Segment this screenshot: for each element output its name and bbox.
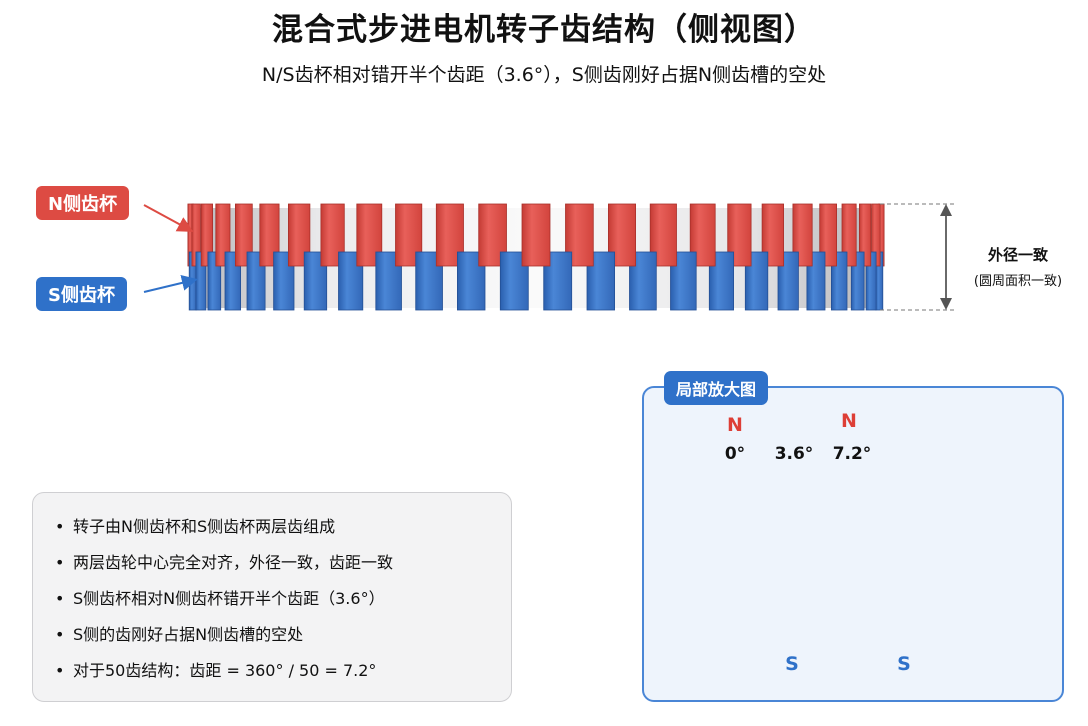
n-tooth (200, 203, 213, 267)
s-cup-label: S侧齿杯 (36, 277, 127, 311)
s-tooth (777, 251, 799, 311)
s-cup-arrow (143, 275, 198, 293)
zoom-s-label: S (897, 653, 911, 675)
s-tooth (246, 251, 266, 311)
n-cup-arrow (143, 204, 194, 232)
s-tooth (806, 251, 826, 311)
n-tooth (259, 203, 280, 267)
zoom-panel-tag: 局部放大图 (664, 371, 769, 405)
notes-panel: 转子由N侧齿杯和S侧齿杯两层齿组成 两层齿轮中心完全对齐，外径一致，齿距一致 S… (32, 492, 512, 702)
zoom-s-label: S (785, 653, 799, 675)
note-item: 对于50齿结构：齿距 = 360° / 50 = 7.2° (53, 653, 491, 689)
page-title: 混合式步进电机转子齿结构（侧视图） (272, 12, 816, 48)
note-item: 两层齿轮中心完全对齐，外径一致，齿距一致 (53, 545, 491, 581)
diameter-sublabel: (圆周面积一致) (973, 274, 1063, 289)
zoom-panel (642, 386, 1064, 702)
s-tooth (303, 251, 328, 311)
s-tooth (207, 251, 222, 311)
n-tooth (287, 203, 311, 267)
s-tooth (224, 251, 242, 311)
note-item: S侧齿杯相对N侧齿杯错开半个齿距（3.6°） (53, 581, 491, 617)
n-tooth (819, 203, 838, 267)
n-tooth (521, 203, 551, 267)
n-tooth (859, 203, 872, 267)
n-tooth (727, 203, 752, 267)
zoom-degree-label: 0° (724, 444, 746, 464)
zoom-n-label: N (727, 414, 743, 436)
zoom-n-label: N (841, 410, 857, 432)
n-tooth (234, 203, 253, 267)
n-tooth (320, 203, 345, 267)
n-cup-label: N侧齿杯 (36, 186, 130, 220)
n-tooth (841, 203, 857, 267)
page-subtitle: N/S齿杯相对错开半个齿距（3.6°），S侧齿刚好占据N侧齿槽的空处 (261, 64, 827, 86)
zoom-degree-label: 3.6° (774, 444, 814, 464)
notes-list: 转子由N侧齿杯和S侧齿杯两层齿组成 两层齿轮中心完全对齐，外径一致，齿距一致 S… (53, 509, 491, 689)
note-item: S侧的齿刚好占据N侧齿槽的空处 (53, 617, 491, 653)
s-tooth (456, 251, 486, 311)
s-tooth (850, 251, 865, 311)
note-item: 转子由N侧齿杯和S侧齿杯两层齿组成 (53, 509, 491, 545)
n-tooth (761, 203, 784, 267)
n-tooth (215, 203, 231, 267)
s-tooth (273, 251, 295, 311)
s-tooth (744, 251, 769, 311)
n-tooth (792, 203, 813, 267)
zoom-degree-label: 7.2° (832, 444, 872, 464)
s-tooth (831, 251, 848, 311)
n-tooth (649, 203, 677, 267)
diameter-label: 外径一致 (987, 246, 1048, 264)
